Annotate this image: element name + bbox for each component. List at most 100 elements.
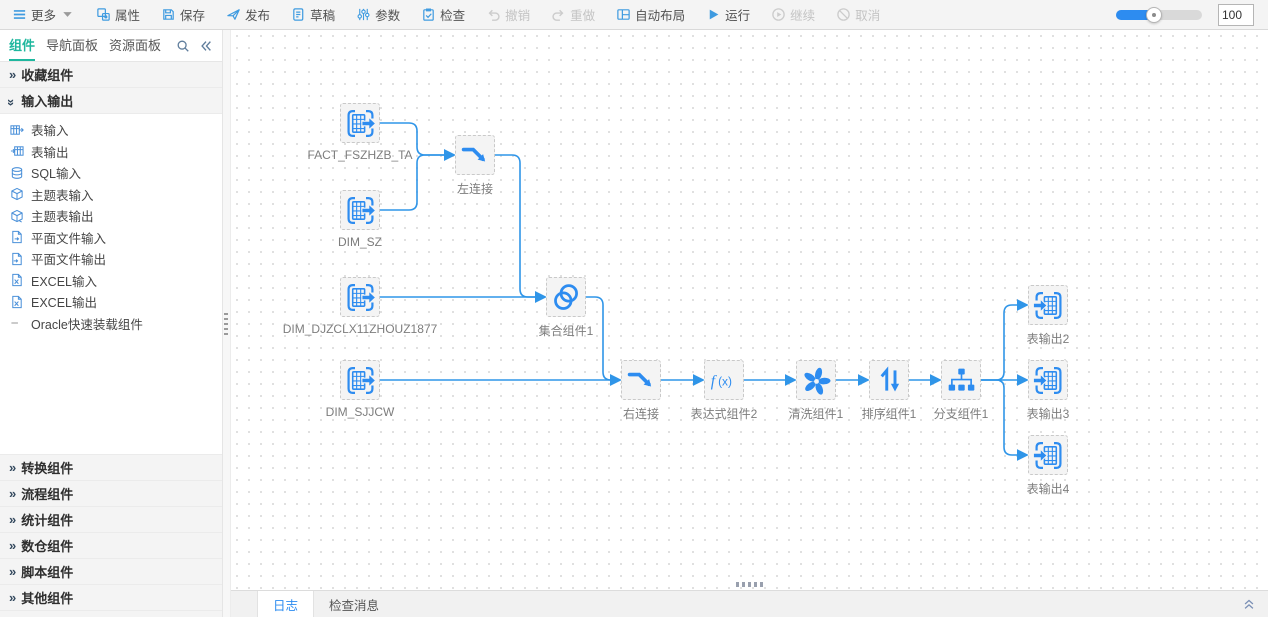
zoom-slider[interactable] — [1116, 6, 1202, 23]
sidebar-section-favorites[interactable]: »收藏组件 — [0, 62, 222, 88]
sidebar-item-表输入[interactable]: 表输入 — [0, 119, 222, 141]
sidebar-section-label: 统计组件 — [21, 513, 74, 528]
sidebar-section-io[interactable]: »输入输出 — [0, 88, 222, 114]
sidebar-item-表输出[interactable]: 表输出 — [0, 141, 222, 163]
sidebar-section-warehouse[interactable]: »数仓组件 — [0, 533, 222, 559]
flow-node-label-sort1: 排序组件1 — [861, 407, 917, 421]
toolbar-properties-button[interactable]: 属性 — [96, 5, 140, 24]
flow-node-dim-sjjcw[interactable] — [340, 360, 380, 400]
flow-node-dim-djz[interactable] — [340, 277, 380, 317]
toolbar-buttons: 更多属性保存发布草稿参数检查撤销重做自动布局运行继续取消 — [12, 5, 1116, 24]
set-node-icon — [553, 283, 578, 310]
flow-node-fact[interactable] — [340, 103, 380, 143]
sidebar-item-label: EXCEL输出 — [31, 296, 97, 311]
toolbar-publish-button[interactable]: 发布 — [226, 5, 270, 24]
toolbar-params-button[interactable]: 参数 — [356, 5, 400, 24]
flow-node-branch1[interactable] — [941, 360, 981, 400]
flow-node-sort1[interactable] — [869, 360, 909, 400]
chevron-right-icon: » — [9, 564, 16, 579]
flow-edge-fact-to-join-left — [380, 122, 456, 161]
flow-node-label-set1: 集合组件1 — [538, 324, 594, 338]
sidebar-tab-nav-panel[interactable]: 导航面板 — [46, 30, 98, 61]
toolbar-auto-layout-button[interactable]: 自动布局 — [616, 5, 685, 24]
publish-icon — [227, 9, 240, 20]
bottom-tab-log[interactable]: 日志 — [257, 591, 315, 617]
toolbar-save-button[interactable]: 保存 — [161, 5, 205, 24]
menu-icon — [13, 10, 26, 19]
toolbar-draft-button[interactable]: 草稿 — [291, 5, 335, 24]
flow-node-out2[interactable] — [1028, 285, 1068, 325]
table-output-node-icon — [1032, 291, 1062, 319]
flow-node-join-left[interactable] — [455, 135, 495, 175]
bottom-panel-resize-handle[interactable] — [735, 582, 764, 587]
sql-input-icon — [11, 166, 23, 179]
search-icon[interactable] — [176, 39, 190, 53]
sidebar-sections: »收藏组件»输入输出表输入表输出 SQL输入主题表输入主题表输出平面文件输入平面文… — [0, 62, 222, 617]
zoom-level-input[interactable] — [1218, 3, 1254, 26]
table-input-icon — [10, 125, 24, 135]
sidebar-tab-label: 组件 — [9, 38, 36, 53]
properties-icon — [97, 8, 110, 21]
flow-edges — [380, 122, 1029, 461]
table-output-node-icon — [1032, 441, 1062, 469]
sidebar-tab-label: 资源面板 — [109, 38, 162, 53]
flow-node-out3[interactable] — [1028, 360, 1068, 400]
sidebar-section-other[interactable]: »其他组件 — [0, 585, 222, 611]
flow-node-label-expr2: 表达式组件2 — [690, 407, 758, 421]
toolbar-check-button[interactable]: 检查 — [421, 5, 465, 24]
sidebar-section-stats[interactable]: » 统计组件 — [0, 507, 222, 533]
sidebar-section-label: 脚本组件 — [21, 565, 74, 580]
sidebar-section-label: 转换组件 — [21, 461, 74, 476]
zoom-slider-handle[interactable] — [1145, 6, 1162, 23]
bottom-tab-check-messages[interactable]: 检查消息 — [314, 591, 394, 617]
chevron-up-double-icon[interactable] — [1242, 597, 1256, 611]
sidebar-section-script[interactable]: » 脚本组件 — [0, 559, 222, 585]
sidebar-section-label: 数仓组件 — [21, 539, 74, 554]
flow-node-clean1[interactable] — [796, 360, 836, 400]
sidebar-tab-resource-panel[interactable]: 资源面板 — [109, 30, 161, 61]
component-sidebar: 组件导航面板资源面板 »收藏组件»输入输出表输入表输出 SQL输入主题表输入主题表… — [0, 30, 223, 617]
flow-node-dim-sz[interactable] — [340, 190, 380, 230]
clean-node-icon — [803, 367, 831, 395]
flow-node-label-join-right: 右连接 — [622, 407, 659, 421]
toolbar-cancel-label: 取消 — [855, 9, 881, 23]
flow-node-label-out2: 表输出2 — [1026, 332, 1070, 346]
zoom-slider-fill — [1116, 9, 1154, 20]
flow-node-join-right[interactable] — [621, 360, 661, 400]
sidebar-resize-handle[interactable] — [223, 30, 231, 617]
undo-icon — [488, 9, 500, 21]
sidebar-item-EXCEL输出[interactable]: EXCEL输出 — [0, 291, 222, 313]
sidebar-item-label: 平面文件输出 — [31, 253, 107, 268]
chevron-down-icon: » — [4, 98, 20, 105]
sidebar-item-主题表输入[interactable]: 主题表输入 — [0, 184, 222, 206]
sidebar-item-EXCEL输入[interactable]: EXCEL输入 — [0, 270, 222, 292]
flow-node-set1[interactable] — [546, 277, 586, 317]
toolbar-properties-label: 属性 — [115, 9, 141, 23]
toolbar-run-button[interactable]: 运行 — [706, 5, 750, 24]
sidebar-tab-components[interactable]: 组件 — [9, 30, 36, 61]
toolbar-continue-label: 继续 — [790, 9, 816, 23]
sidebar-item-平面文件输出[interactable]: 平面文件输出 — [0, 248, 222, 270]
sidebar-section-transform[interactable]: »转换组件 — [0, 455, 222, 481]
sidebar-item-list-io: 表输入表输出 SQL输入主题表输入主题表输出平面文件输入平面文件输出 EXCEL输入… — [0, 114, 222, 455]
sidebar-item-label: 表输出 — [31, 145, 69, 160]
flow-node-out4[interactable] — [1028, 435, 1068, 475]
sidebar-item-SQL输入[interactable]: SQL输入 — [0, 162, 222, 184]
continue-icon — [772, 8, 785, 21]
collapse-left-icon[interactable] — [199, 39, 213, 53]
table-input-node-icon — [346, 366, 376, 394]
chevron-right-icon: » — [9, 512, 16, 527]
svg-text:f: f — [710, 373, 717, 390]
flow-node-expr2[interactable]: f(x) — [704, 360, 744, 400]
sidebar-item-平面文件输入[interactable]: 平面文件输入 — [0, 227, 222, 249]
sidebar-tab-icons — [176, 39, 213, 53]
sidebar-section-flow[interactable]: »流程组件 — [0, 481, 222, 507]
sidebar-item-主题表输出[interactable]: 主题表输出 — [0, 205, 222, 227]
sidebar-item-Oracle快速装载组件[interactable]: Oracle快速装载组件 — [0, 313, 222, 335]
bottom-panel-tabs: 日志检查消息 — [231, 590, 1268, 617]
toolbar-more-button[interactable]: 更多 — [12, 5, 75, 24]
flow-node-label-dim-sz: DIM_SZ — [337, 235, 382, 249]
